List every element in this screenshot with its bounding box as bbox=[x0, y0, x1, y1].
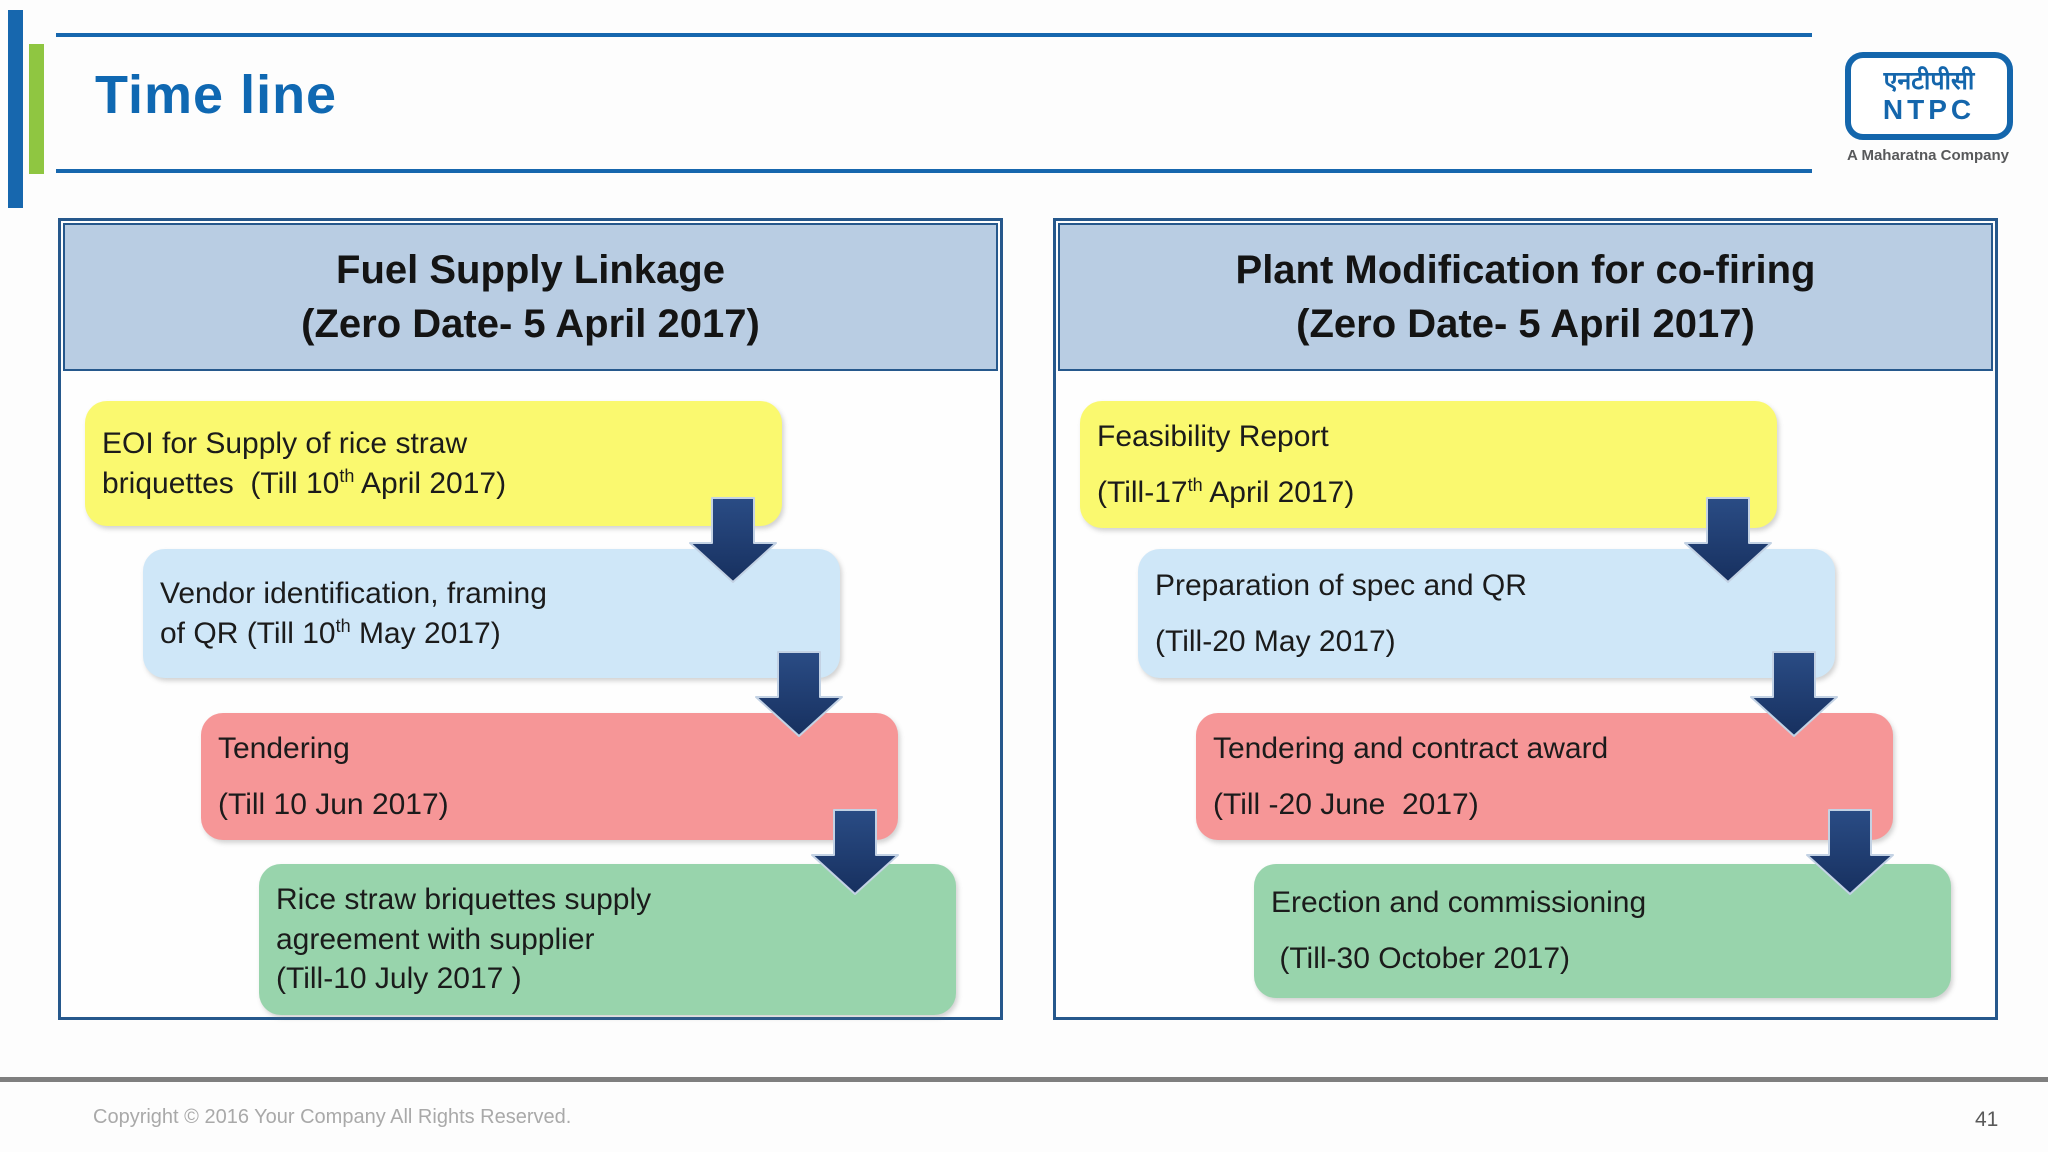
panel-title: Plant Modification for co-firing bbox=[1235, 248, 1816, 292]
step-text-line: Feasibility Report bbox=[1097, 420, 1329, 453]
step-text-line: of QR (Till 10th May 2017) bbox=[160, 615, 501, 650]
ntpc-logo: एनटीपीसी NTPC bbox=[1845, 52, 2013, 140]
ntpc-logo-tagline: A Maharatna Company bbox=[1847, 147, 2009, 164]
panel-zero-date: (Zero Date- 5 April 2017) bbox=[301, 302, 760, 346]
flow-arrow-down-icon bbox=[1805, 809, 1895, 897]
panel-fuel-supply-linkage: Fuel Supply Linkage (Zero Date- 5 April … bbox=[58, 218, 1003, 1020]
panel-zero-date: (Zero Date- 5 April 2017) bbox=[1296, 302, 1755, 346]
left-accent-bar-green bbox=[29, 44, 44, 174]
panel-plant-modification: Plant Modification for co-firing (Zero D… bbox=[1053, 218, 1998, 1020]
flow-arrow-down-icon bbox=[1749, 651, 1839, 739]
step-text-line: (Till-17th April 2017) bbox=[1097, 474, 1355, 509]
flow-arrow-down-icon bbox=[810, 809, 900, 897]
step-box-green: Rice straw briquettes supply agreement wi… bbox=[259, 864, 956, 1015]
title-rule-bottom bbox=[56, 169, 1812, 173]
step-text-line: (Till-20 May 2017) bbox=[1155, 624, 1396, 658]
slide-title: Time line bbox=[95, 65, 338, 125]
panel-header: Fuel Supply Linkage (Zero Date- 5 April … bbox=[63, 223, 998, 371]
step-box-yellow: EOI for Supply of rice straw briquettes (… bbox=[85, 401, 782, 526]
step-text-line: Vendor identification, framing bbox=[160, 576, 547, 610]
panel-header: Plant Modification for co-firing (Zero D… bbox=[1058, 223, 1993, 371]
copyright-text: Copyright © 2016 Your Company All Rights… bbox=[93, 1106, 572, 1128]
step-text-line: briquettes (Till 10th April 2017) bbox=[102, 465, 507, 500]
panel-title: Fuel Supply Linkage bbox=[336, 248, 725, 292]
step-text-line: Rice straw briquettes supply bbox=[276, 883, 652, 916]
left-accent-bar-blue bbox=[8, 10, 23, 208]
step-text-line: (Till -20 June 2017) bbox=[1213, 787, 1479, 821]
step-text-line: Tendering and contract award bbox=[1213, 732, 1609, 765]
flow-arrow-down-icon bbox=[754, 651, 844, 739]
footer-divider-line bbox=[0, 1077, 2048, 1082]
step-box-red: Tendering and contract award (Till -20 Ju… bbox=[1196, 713, 1893, 841]
ntpc-logo-hindi-text: एनटीपीसी bbox=[1883, 67, 1975, 96]
step-text-line: (Till-30 October 2017) bbox=[1271, 942, 1571, 975]
flow-arrow-down-icon bbox=[1683, 497, 1773, 585]
step-box-yellow: Feasibility Report (Till-17th April 2017) bbox=[1080, 401, 1777, 529]
title-rule-top bbox=[56, 33, 1812, 37]
step-box-green: Erection and commissioning (Till-30 Octo… bbox=[1254, 864, 1951, 998]
step-text-line: (Till 10 Jun 2017) bbox=[218, 787, 449, 821]
flow-arrow-down-icon bbox=[688, 497, 778, 585]
step-box-red: Tendering (Till 10 Jun 2017) bbox=[201, 713, 898, 841]
ntpc-logo-latin-text: NTPC bbox=[1882, 93, 1976, 125]
step-text-line: EOI for Supply of rice straw bbox=[102, 426, 468, 460]
step-text-line: agreement with supplier bbox=[276, 922, 595, 956]
step-text-line: (Till-10 July 2017 ) bbox=[276, 962, 522, 996]
step-text-line: Erection and commissioning bbox=[1271, 886, 1647, 920]
slide-page-number: 41 bbox=[1975, 1108, 1999, 1131]
step-text-line: Preparation of spec and QR bbox=[1155, 568, 1527, 602]
step-text-line: Tendering bbox=[218, 732, 350, 765]
step-box-blue: Preparation of spec and QR (Till-20 May 2… bbox=[1138, 549, 1835, 678]
